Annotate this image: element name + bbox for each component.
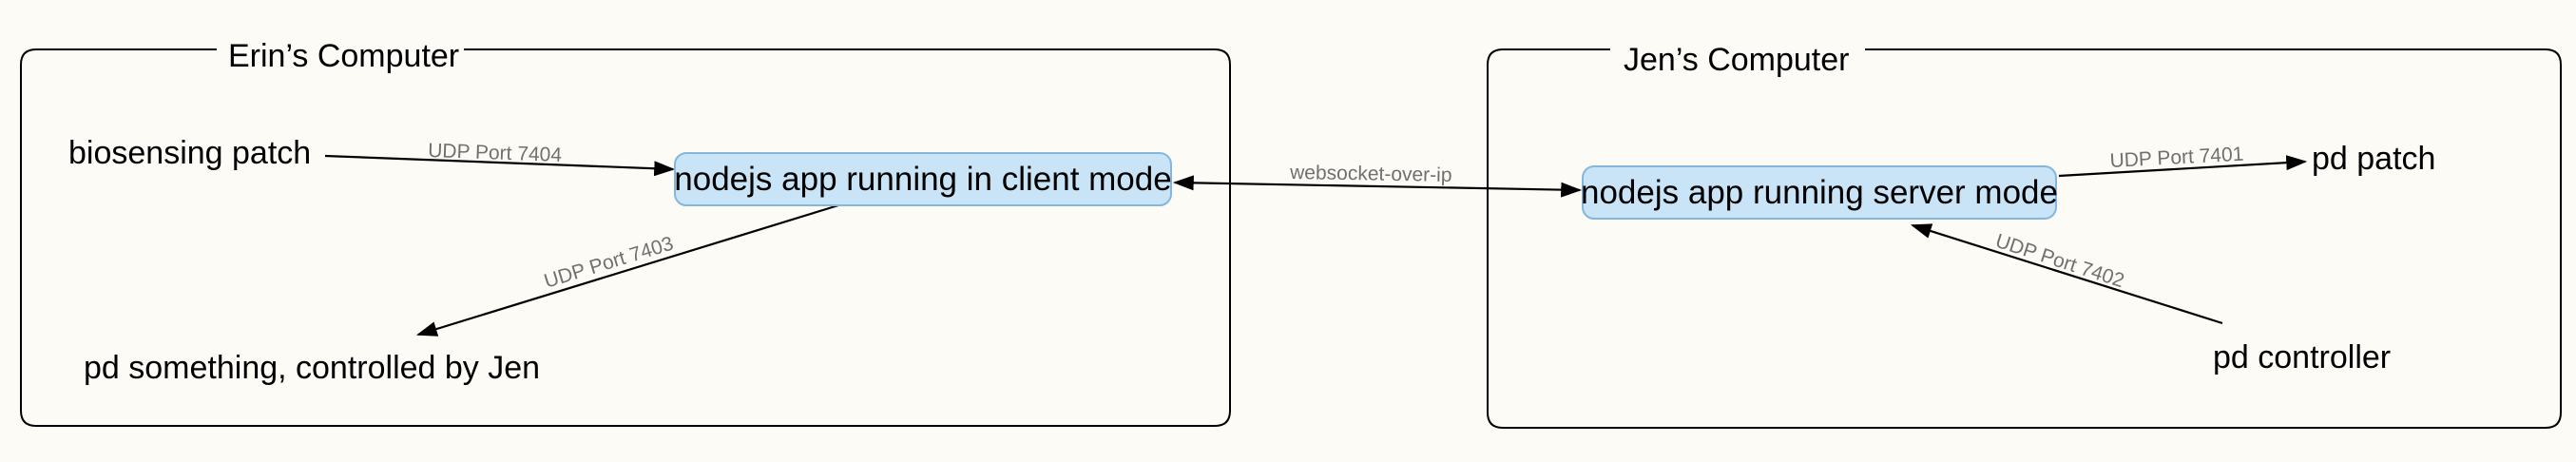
group-erins-computer: Erin’s Computer: [20, 38, 1231, 427]
node-biosensing-patch: biosensing patch: [68, 135, 311, 171]
edge-label-udp-7404: UDP Port 7404: [428, 140, 563, 166]
node-client-app-label: nodejs app running in client mode: [674, 161, 1171, 198]
edge-label-udp-7401: UDP Port 7401: [2109, 144, 2244, 172]
edge-label-websocket: websocket-over-ip: [1289, 162, 1452, 186]
edges: [324, 154, 2308, 337]
edge-client-server: [1172, 175, 1583, 198]
node-pd-something: pd something, controlled by Jen: [84, 350, 540, 386]
node-server-app: nodejs app running server mode: [1581, 165, 2058, 220]
group-jens-computer: Jen’s Computer: [1487, 42, 2562, 429]
edge-biosensing-to-client: [324, 154, 676, 177]
edge-label-udp-7402: UDP Port 7402: [1992, 230, 2126, 292]
group-title-jen: Jen’s Computer: [1624, 42, 1850, 78]
node-pd-controller: pd controller: [2213, 339, 2391, 375]
node-client-app: nodejs app running in client mode: [674, 152, 1172, 206]
node-server-app-label: nodejs app running server mode: [1581, 174, 2058, 211]
edge-server-to-pd-patch: [2058, 155, 2308, 178]
group-title-erin: Erin’s Computer: [228, 38, 459, 74]
group-frame-erin: [20, 48, 1231, 427]
group-frame-jen: [1487, 48, 2562, 429]
node-server-app-box: [1582, 165, 2057, 220]
node-client-app-box: [674, 152, 1172, 206]
node-pd-patch: pd patch: [2312, 141, 2435, 177]
edge-client-to-pd-something: [415, 203, 839, 337]
edge-controller-to-server: [1910, 223, 2223, 325]
